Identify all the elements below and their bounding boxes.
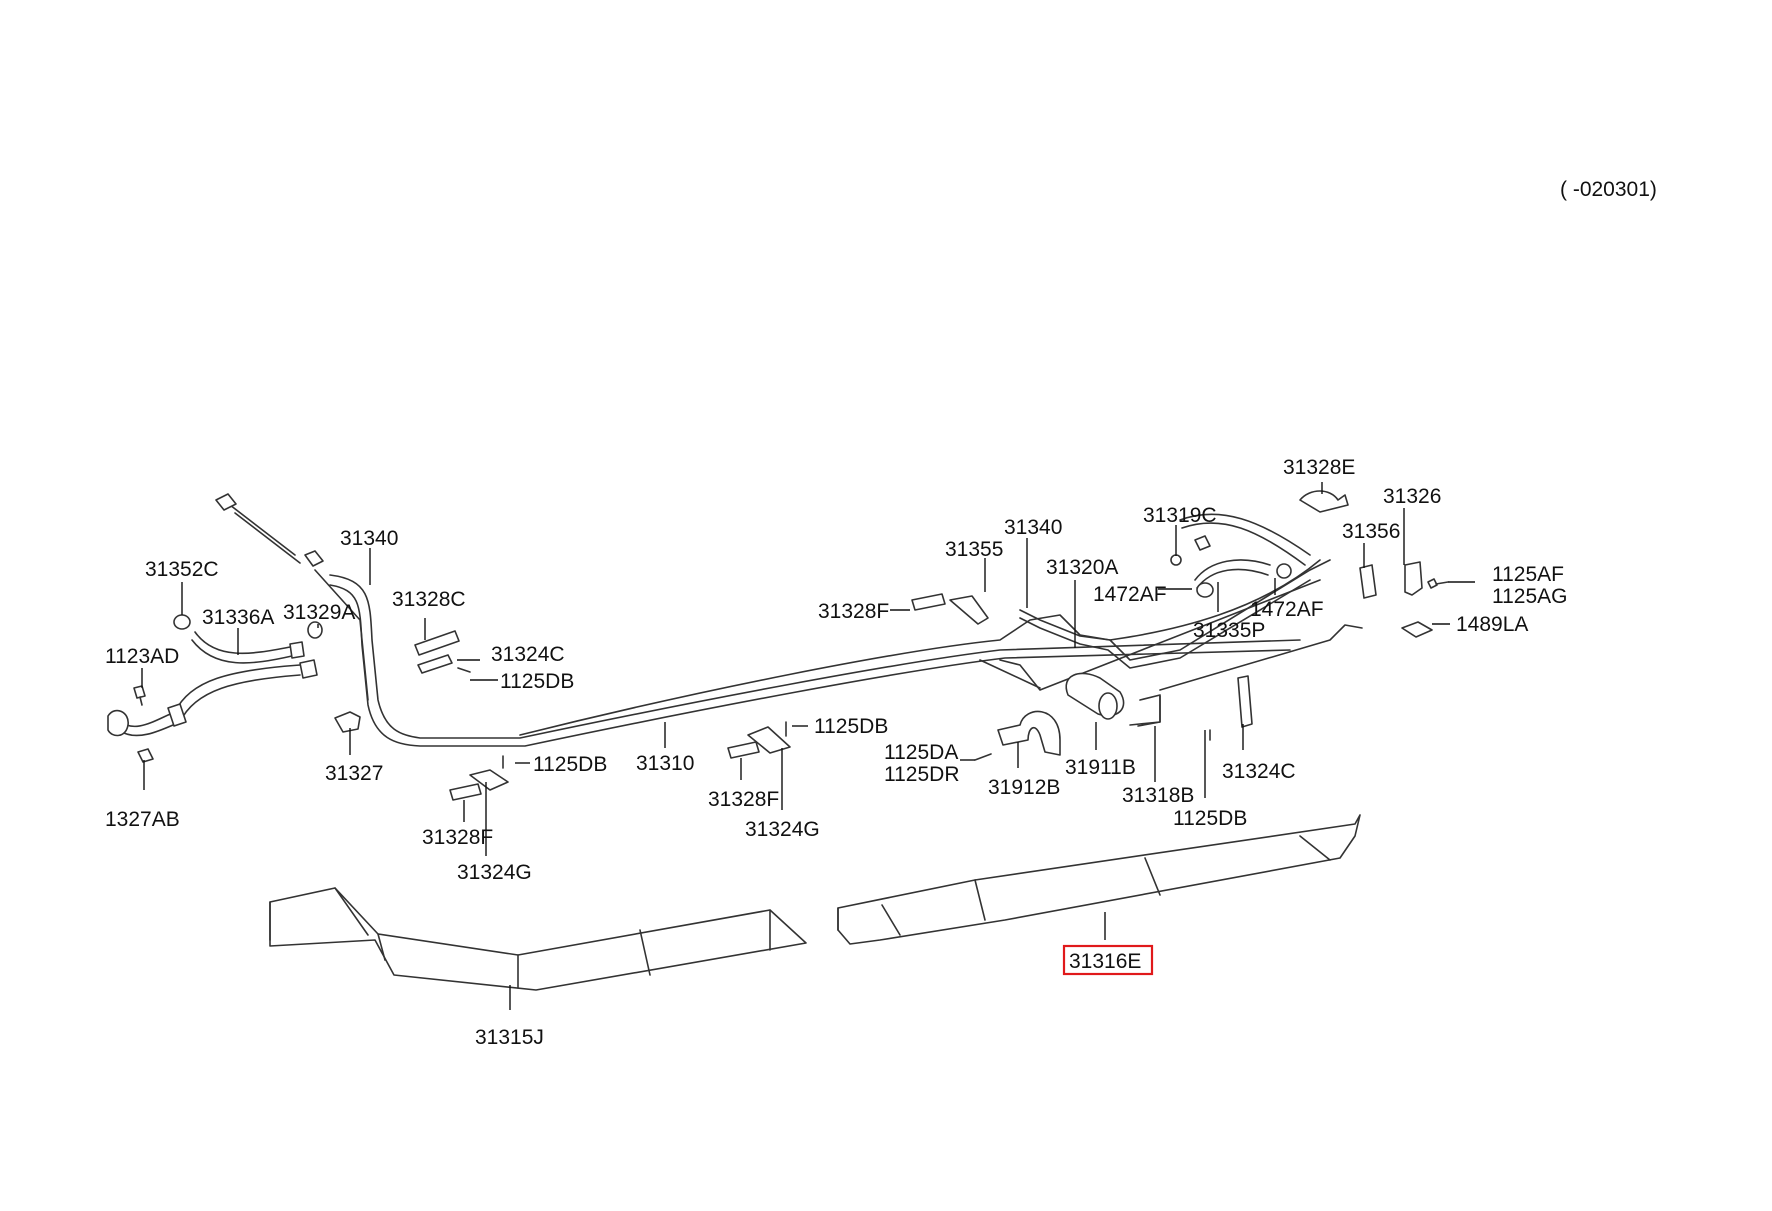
bolt-1125af[interactable] — [1427, 578, 1449, 589]
label-31328f-c: 31328F — [818, 600, 889, 623]
label-31356: 31356 — [1342, 520, 1400, 543]
bracket-31324g-b[interactable] — [747, 726, 791, 754]
label-31328e: 31328E — [1283, 456, 1355, 479]
label-31327: 31327 — [325, 762, 383, 785]
label-1489la: 1489LA — [1456, 613, 1528, 636]
label-1125dr: 1125DR — [884, 763, 960, 786]
label-31320a: 31320A — [1046, 556, 1118, 579]
label-1125db-c: 1125DB — [814, 715, 888, 738]
highlight-box — [1062, 944, 1154, 976]
bracket-31324g-a[interactable] — [469, 769, 509, 791]
clip-31324c-left[interactable] — [417, 654, 453, 674]
label-1125db-b: 1125DB — [533, 753, 607, 776]
label-1125ag: 1125AG — [1492, 585, 1568, 608]
label-31912b: 31912B — [988, 776, 1060, 799]
label-31328f-a: 31328F — [422, 826, 493, 849]
label-31352c: 31352C — [145, 558, 219, 581]
label-31324g-b: 31324G — [745, 818, 820, 841]
label-31911b: 31911B — [1065, 756, 1136, 779]
label-1472af-right: 1472AF — [1250, 598, 1324, 621]
clip-31328f-c[interactable] — [911, 593, 946, 611]
fuel-line-31340-right[interactable] — [1019, 559, 1331, 669]
label-31329a: 31329A — [283, 601, 355, 624]
label-31340-right: 31340 — [1004, 516, 1062, 539]
hose-31336a[interactable] — [191, 631, 305, 664]
leader-lines — [141, 482, 1475, 1010]
label-31328f-b: 31328F — [708, 788, 779, 811]
clamp-31352c[interactable] — [173, 614, 191, 630]
bracket-31327[interactable] — [334, 711, 361, 733]
label-31315j: 31315J — [475, 1026, 544, 1049]
label-31324c-right: 31324C — [1222, 760, 1296, 783]
bracket-31912b[interactable] — [997, 710, 1061, 756]
date-range-label: ( -020301) — [1560, 178, 1657, 201]
pipe-31318b[interactable] — [1137, 695, 1161, 727]
label-31316e-highlighted[interactable]: 31316E — [1069, 950, 1141, 973]
clip-1489la[interactable] — [1401, 621, 1433, 638]
label-31324c-left: 31324C — [491, 643, 565, 666]
clip-31328c[interactable] — [414, 630, 460, 656]
bolt-1125da[interactable] — [974, 753, 992, 761]
label-31310: 31310 — [636, 752, 694, 775]
label-1327ab: 1327AB — [105, 808, 180, 831]
clip-31328f-b[interactable] — [727, 741, 760, 759]
label-31319c: 31319C — [1143, 504, 1217, 527]
label-31318b: 31318B — [1122, 784, 1194, 807]
fuel-pipes-31310[interactable] — [314, 559, 1363, 747]
protector-31315j[interactable] — [269, 887, 807, 991]
clamp-31329a[interactable] — [307, 621, 323, 639]
bracket-31328e[interactable] — [1299, 490, 1349, 513]
label-1125da: 1125DA — [884, 741, 958, 764]
clip-31328f-a[interactable] — [449, 783, 482, 801]
label-31336a: 31336A — [202, 606, 274, 629]
label-31328c: 31328C — [392, 588, 466, 611]
nut-1327ab[interactable] — [137, 748, 154, 763]
label-1125db-a: 1125DB — [500, 670, 574, 693]
bracket-31356[interactable] — [1359, 564, 1377, 599]
label-31324g-a: 31324G — [457, 861, 532, 884]
protector-31316e[interactable] — [837, 814, 1361, 945]
label-31355: 31355 — [945, 538, 1003, 561]
bolt-1123ad[interactable] — [133, 685, 146, 706]
fuel-filter-31911b[interactable] — [1065, 672, 1125, 720]
label-1123ad: 1123AD — [105, 645, 179, 668]
label-31335p: 31335P — [1193, 619, 1265, 642]
hose-lower-left[interactable] — [107, 659, 318, 737]
label-31340-left: 31340 — [340, 527, 398, 550]
bracket-31326[interactable] — [1404, 561, 1423, 596]
clamp-31319c[interactable] — [1170, 554, 1182, 566]
label-1125af: 1125AF — [1492, 563, 1564, 586]
bolt-1125db-a[interactable] — [457, 667, 471, 673]
bracket-31355[interactable] — [949, 595, 989, 625]
label-1125db-d: 1125DB — [1173, 807, 1247, 830]
clip-31324c-right[interactable] — [1237, 675, 1253, 728]
label-1472af-left: 1472AF — [1093, 583, 1167, 606]
hose-upper-left[interactable] — [215, 493, 324, 567]
hose-31335p[interactable] — [1179, 513, 1311, 598]
label-31326: 31326 — [1383, 485, 1441, 508]
